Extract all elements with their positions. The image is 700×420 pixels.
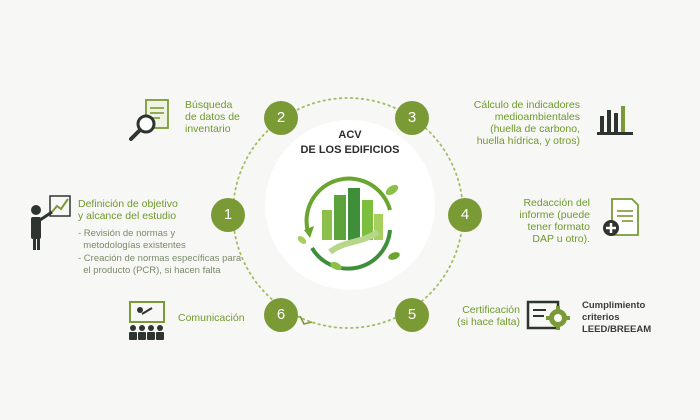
step-2-circle: 2	[264, 101, 298, 135]
presenter-chart-icon	[31, 195, 71, 250]
center-title: ACV DE LOS EDIFICIOS	[285, 128, 415, 158]
step-1-circle: 1	[211, 198, 245, 232]
step-1-bullet-2: - Creación de normas específicas para el…	[78, 253, 242, 276]
step-1-bullet-1: - Revisión de normas y metodologías exis…	[78, 228, 186, 251]
step-5-circle: 5	[395, 298, 429, 332]
step-4-circle: 4	[448, 198, 482, 232]
step-6-circle: 6	[264, 298, 298, 332]
step-4-label: Redacción del informe (puede tener forma…	[519, 197, 590, 245]
magnifier-document-icon	[129, 99, 169, 141]
step-6-label: Comunicación	[178, 312, 245, 324]
ring-arrowhead	[299, 315, 313, 325]
step-5-extra: Cumplimiento criterios LEED/BREEAM	[582, 300, 652, 335]
center-title-line1: ACV	[338, 129, 362, 141]
document-add-icon	[603, 198, 639, 236]
bar-chart-icon	[597, 106, 633, 135]
audience-presentation-icon	[129, 301, 165, 340]
certification-gear-icon	[526, 300, 570, 330]
center-title-line2: DE LOS EDIFICIOS	[300, 144, 400, 156]
step-2-label: Búsqueda de datos de inventario	[185, 99, 240, 135]
step-5-label: Certificación (si hace falta)	[456, 304, 520, 328]
step-3-circle: 3	[395, 101, 429, 135]
green-city-icon	[297, 176, 400, 271]
step-1-label: Definición de objetivo y alcance del est…	[78, 198, 178, 222]
step-3-label: Cálculo de indicadores medioambientales …	[473, 99, 580, 147]
